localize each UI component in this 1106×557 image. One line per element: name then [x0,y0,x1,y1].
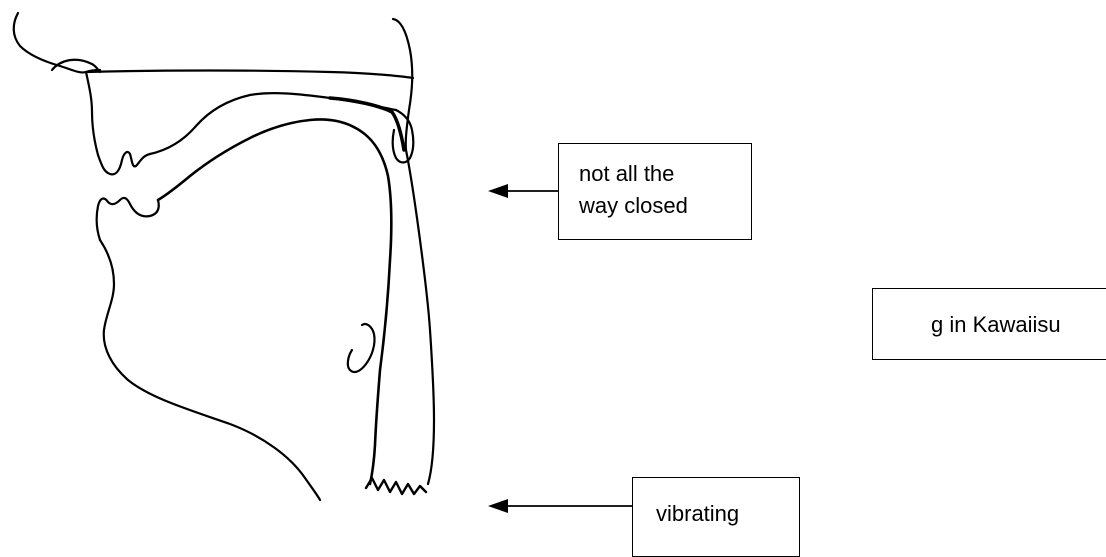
vocal-folds-zigzag [366,478,426,494]
voicing-label-box: vibrating [632,477,800,557]
voicing-label: vibrating [656,498,799,530]
pharynx-back-wall [406,150,434,484]
tongue-surface [158,120,391,485]
closure-label-box: not all the way closed [558,143,752,240]
upper-back-head-outline [393,19,412,150]
nose-outline [14,13,100,72]
chin-outline [100,240,320,500]
epiglottis-outline [348,324,375,372]
closure-arrow-head [488,184,508,198]
lower-lip-outline [97,198,159,240]
voicing-arrow-head [488,499,508,513]
closure-label-line-2: way closed [579,190,751,222]
upper-lip-outline [86,72,150,174]
closure-label-line-1: not all the [579,158,751,190]
nasal-cavity-top [86,71,413,79]
sound-label-box: g in Kawaiisu [872,288,1106,360]
sound-label: g in Kawaiisu [931,309,1106,341]
